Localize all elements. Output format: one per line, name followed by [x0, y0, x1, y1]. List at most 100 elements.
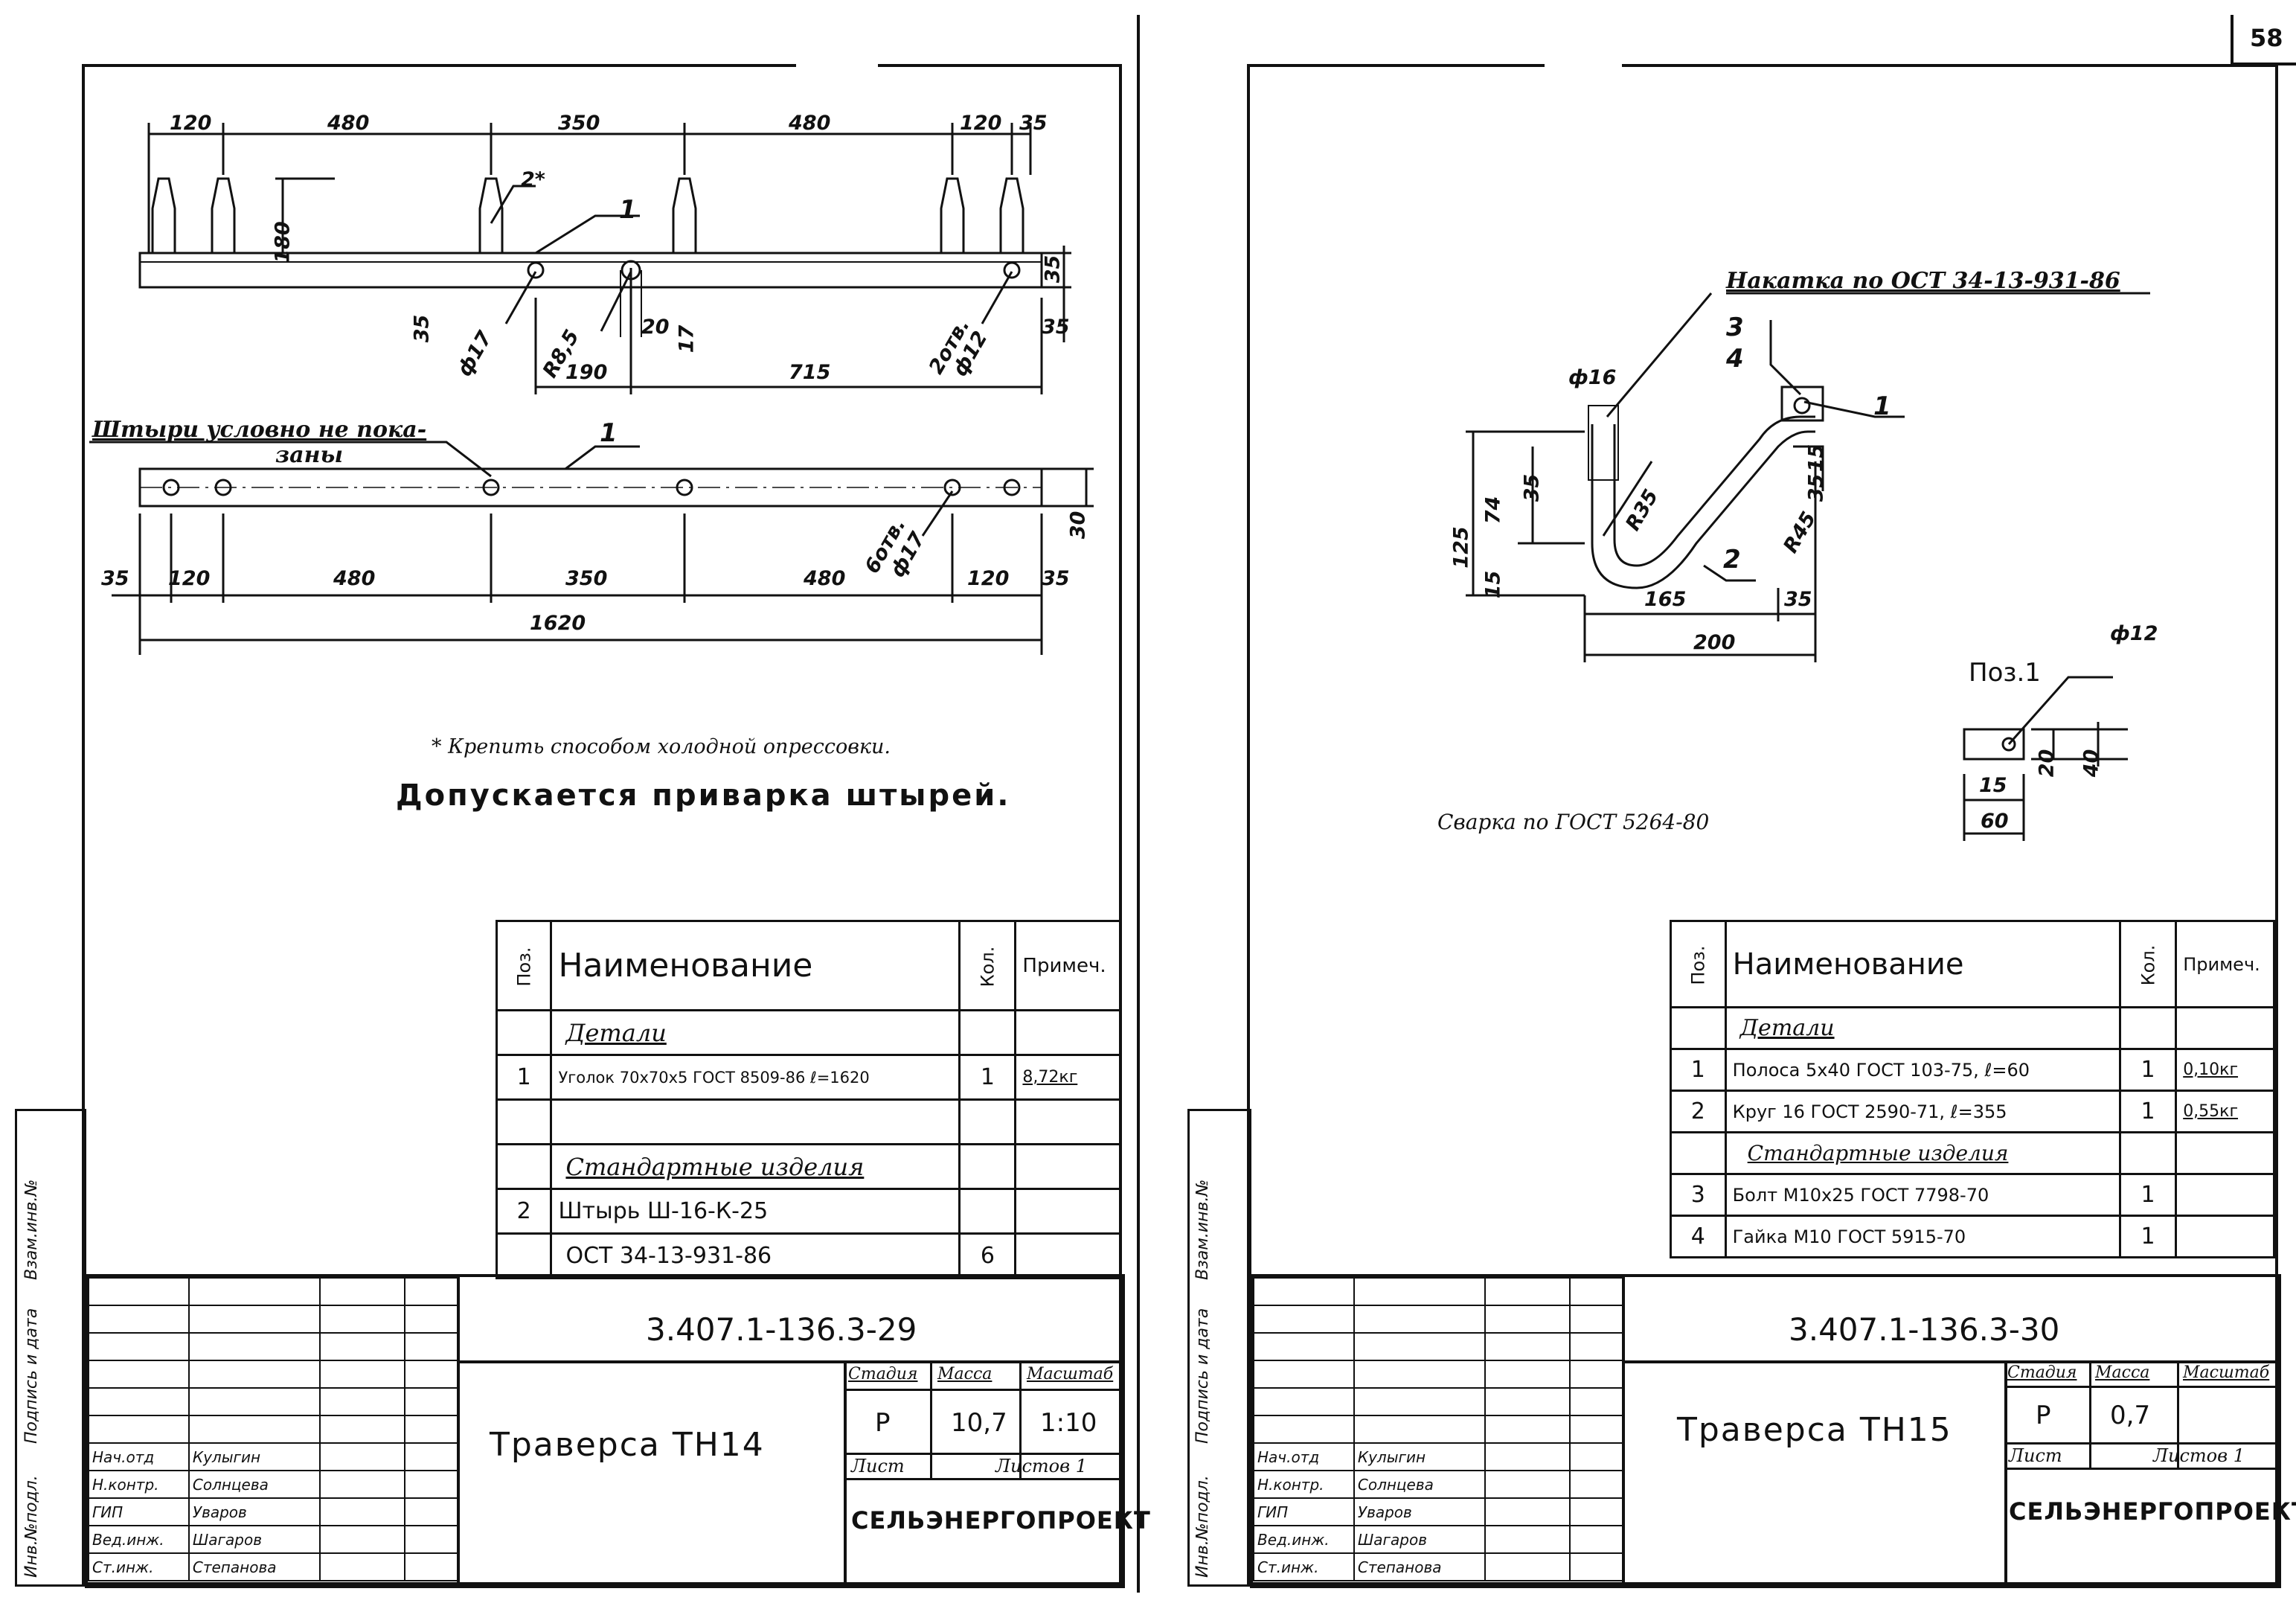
r-spec-r1-pos: 1: [1690, 1057, 1705, 1083]
right-stamp-hline4: [2004, 1468, 2278, 1470]
note-cold-pressing: * Крепить способом холодной опрессовки.: [432, 735, 891, 758]
note-pins: Штыри условно не пока-: [92, 417, 427, 443]
right-role-3: Вед.инж.: [1257, 1530, 1330, 1549]
r-spec-h-pos: Поз.: [1687, 945, 1709, 985]
right-mass: 0,7: [2110, 1401, 2151, 1430]
left-name-1: Солнцева: [192, 1475, 269, 1494]
pos1-dim-phi12: ф12: [2110, 622, 2158, 645]
note-weld-gost: Сварка по ГОСТ 5264-80: [1437, 810, 1710, 834]
spec-r2-name2: ОСТ 34-13-931-86: [565, 1243, 772, 1269]
left-h-stage: Стадия: [848, 1365, 918, 1383]
r-dim-35b: 35: [1784, 588, 1812, 611]
right-name-0: Кулыгин: [1357, 1447, 1426, 1466]
right-sheet-frame: [1247, 64, 2278, 1585]
left-org: СЕЛЬЭНЕРГОПРОЕКТ: [851, 1506, 1151, 1535]
r-spec-r3-qty: 1: [2141, 1182, 2155, 1208]
spec-r2-qty: 6: [980, 1243, 995, 1269]
r-spec-r2-name: Круг 16 ГОСТ 2590-71, ℓ=355: [1732, 1101, 2007, 1122]
right-stamp-hline: [1622, 1360, 2278, 1363]
r-spec-h-qty: Кол.: [2138, 944, 2159, 986]
left-scale: 1:10: [1040, 1408, 1097, 1438]
right-side-strip: [1187, 1109, 1251, 1587]
pos1-dim-40: 40: [2079, 749, 2103, 778]
r-dim-phi16: ф16: [1568, 366, 1617, 389]
sheet-divider: [1137, 15, 1140, 1593]
right-h-stage: Стадия: [2007, 1363, 2077, 1382]
dim-b-35b: 35: [1042, 567, 1070, 590]
right-spec-table: Поз. Наименование Кол. Примеч. Детали 1 …: [1670, 920, 2275, 1258]
r-spec-r4-qty: 1: [2141, 1223, 2155, 1250]
spec-h-note: Примеч.: [1022, 954, 1106, 977]
pos1-label: Поз.1: [1969, 658, 2041, 688]
dim-20: 20: [641, 316, 670, 339]
right-side-label-2: Взам.инв.№: [1193, 1179, 1212, 1280]
r-label-3: 3: [1726, 313, 1744, 342]
right-role-2: ГИП: [1257, 1503, 1289, 1521]
pin-shapes: [151, 177, 1024, 253]
dim-b-1620: 1620: [530, 612, 586, 635]
note-knurl: Накатка по ОСТ 34-13-931-86: [1726, 268, 2120, 294]
r-dim-200: 200: [1693, 631, 1736, 654]
dim-715: 715: [789, 361, 831, 384]
spec-r1-pos: 1: [516, 1064, 531, 1090]
right-stamp-vline: [1622, 1277, 1625, 1585]
right-frame-top: [1247, 64, 1545, 67]
left-stamp-hline2: [844, 1389, 1122, 1391]
spec-r1-note: 8,72кг: [1022, 1068, 1078, 1087]
left-frame-top2: [878, 64, 1119, 67]
r-spec-r2-qty: 1: [2141, 1098, 2155, 1124]
dim-top-35: 35: [1019, 112, 1048, 135]
spec-r1-qty: 1: [980, 1064, 995, 1090]
left-stamp-hline4: [844, 1478, 1122, 1480]
right-stage: Р: [2036, 1401, 2051, 1430]
left-role-0: Нач.отд: [92, 1447, 155, 1466]
left-role-2: ГИП: [92, 1503, 124, 1521]
left-sheets: Листов 1: [995, 1456, 1087, 1477]
left-name-4: Степанова: [192, 1558, 277, 1576]
pos1-dim-15: 15: [1979, 774, 2007, 797]
left-mass: 10,7: [951, 1408, 1007, 1438]
dim-top-120b: 120: [960, 112, 1002, 135]
left-stage: Р: [875, 1408, 891, 1438]
label-pos2: 2*: [521, 168, 545, 191]
r-label-2: 2: [1723, 545, 1741, 575]
right-side-label-0: Инв.№подл.: [1193, 1475, 1212, 1578]
dim-b-350: 350: [565, 567, 608, 590]
left-sheet: Лист: [851, 1456, 905, 1477]
spec-section-details: Детали: [565, 1018, 667, 1047]
left-doc-code: 3.407.1-136.3-29: [646, 1311, 917, 1348]
left-stamp-vline4: [1019, 1360, 1022, 1479]
left-h-mass: Масса: [937, 1365, 993, 1383]
right-doc-code: 3.407.1-136.3-30: [1789, 1311, 2060, 1348]
left-name-0: Кулыгин: [192, 1447, 261, 1466]
dim-b-480b: 480: [804, 567, 846, 590]
dim-b-480: 480: [333, 567, 376, 590]
right-role-4: Ст.инж.: [1257, 1558, 1319, 1576]
right-h-mass: Масса: [2095, 1363, 2150, 1382]
r-label-1: 1: [1873, 391, 1891, 421]
right-h-scale: Масштаб: [2183, 1363, 2270, 1382]
dim-b-120: 120: [168, 567, 211, 590]
left-role-4: Ст.инж.: [92, 1558, 154, 1576]
r-dim-74: 74: [1481, 496, 1505, 525]
left-stamp-vline: [457, 1277, 460, 1585]
left-role-1: Н.контр.: [92, 1475, 159, 1494]
left-name-3: Шагаров: [192, 1530, 262, 1549]
spec-r1-name: Уголок 70х70х5 ГОСТ 8509-86 ℓ=1620: [558, 1068, 870, 1087]
right-role-1: Н.контр.: [1257, 1475, 1324, 1494]
r-spec-r2-pos: 2: [1690, 1098, 1705, 1124]
r-spec-r1-name: Полоса 5х40 ГОСТ 103-75, ℓ=60: [1732, 1059, 2030, 1081]
label-pos1-plan: 1: [600, 418, 618, 448]
left-stamp-hline: [457, 1360, 1122, 1363]
right-name-3: Шагаров: [1357, 1530, 1427, 1549]
left-doc-title: Траверса ТН14: [490, 1426, 765, 1464]
right-sheet: Лист: [2009, 1445, 2062, 1466]
r-spec-r4-pos: 4: [1690, 1223, 1705, 1250]
right-side-label-1: Подпись и дата: [1193, 1308, 1212, 1444]
right-frame-top2: [1622, 64, 2275, 67]
right-stamp-vline2: [2004, 1360, 2007, 1585]
